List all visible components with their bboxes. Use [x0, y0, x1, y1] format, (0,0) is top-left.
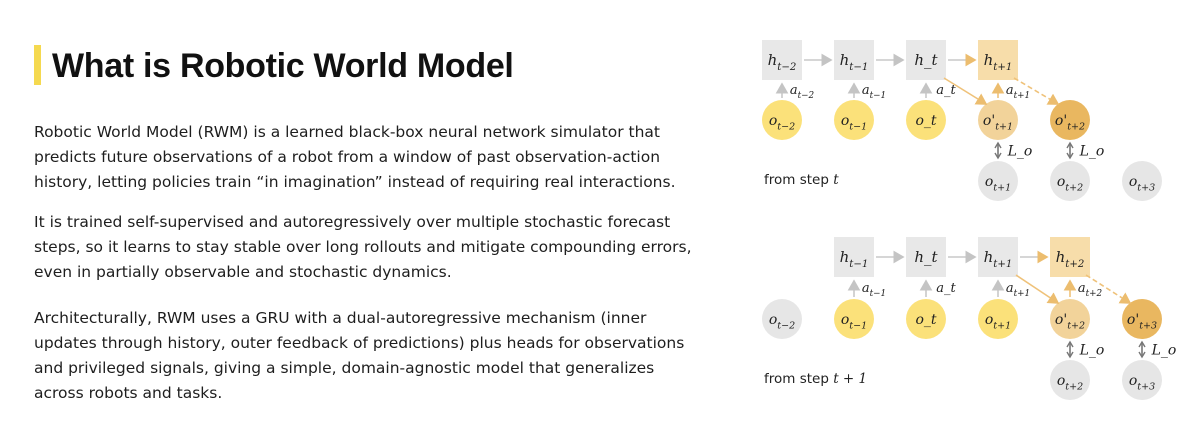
prediction-arrow — [943, 77, 988, 105]
loss-arrowhead-up — [1138, 340, 1146, 348]
hidden-state-label: h_t — [914, 51, 938, 69]
prediction-arrow-dashed — [1085, 274, 1132, 304]
observation-label: ot−2 — [769, 113, 795, 132]
prediction-circle — [1122, 299, 1162, 339]
observation-circle — [906, 299, 946, 339]
page-title: What is Robotic World Model — [52, 47, 514, 85]
target-label: ot+3 — [1129, 373, 1155, 392]
text-column: What is Robotic World Model Robotic Worl… — [34, 40, 714, 402]
hidden-state-box — [762, 40, 802, 80]
observation-circle — [834, 299, 874, 339]
prediction-label: o't+1 — [983, 113, 1013, 132]
loss-arrowhead-down — [1066, 152, 1074, 160]
observation-circle — [834, 100, 874, 140]
action-label: a_t — [936, 83, 956, 98]
target-circle — [978, 161, 1018, 201]
loss-arrowhead-up — [994, 141, 1002, 149]
observation-label: o_t — [915, 113, 936, 129]
observation-circle — [762, 100, 802, 140]
observation-label: ot−1 — [841, 312, 867, 331]
step-label: from step t + 1 — [764, 371, 867, 387]
loss-arrowhead-down — [994, 152, 1002, 160]
paragraph-architecture: Architecturally, RWM uses a GRU with a d… — [34, 309, 685, 402]
hidden-state-label: ht+1 — [984, 248, 1013, 270]
target-label: ot+1 — [985, 174, 1011, 193]
loss-arrowhead-down — [1066, 351, 1074, 359]
hidden-state-label: ht−1 — [840, 51, 869, 73]
observation-circle — [762, 299, 802, 339]
hidden-state-box — [834, 40, 874, 80]
loss-label: L_o — [1079, 144, 1105, 160]
hidden-state-label: ht+2 — [1056, 248, 1085, 270]
hidden-state-label: ht−2 — [768, 51, 797, 73]
action-label: at+2 — [1078, 281, 1103, 299]
target-label: ot+3 — [1129, 174, 1155, 193]
loss-label: L_o — [1079, 343, 1105, 359]
heading-accent-bar — [34, 45, 41, 85]
action-label: a_t — [936, 281, 956, 296]
loss-label: L_o — [1151, 343, 1177, 359]
loss-arrowhead-down — [1138, 351, 1146, 359]
action-label: at+1 — [1006, 281, 1030, 299]
heading-row: What is Robotic World Model — [34, 40, 714, 92]
target-circle — [1122, 161, 1162, 201]
action-label: at+1 — [1006, 83, 1030, 101]
observation-circle — [906, 100, 946, 140]
hidden-state-label: h_t — [914, 248, 938, 266]
observation-label: o_t — [915, 312, 936, 328]
step-label: from step t — [764, 172, 839, 188]
hidden-state-box — [1050, 237, 1090, 277]
loss-arrowhead-up — [1066, 141, 1074, 149]
paragraph-intro: Robotic World Model (RWM) is a learned b… — [34, 123, 676, 191]
prediction-label: o't+2 — [1055, 113, 1085, 132]
prediction-circle — [1050, 100, 1090, 140]
prediction-label: o't+2 — [1055, 312, 1085, 331]
action-label: at−2 — [790, 83, 815, 101]
hidden-state-label: ht−1 — [840, 248, 869, 270]
prediction-label: o't+3 — [1127, 312, 1157, 331]
observation-label: ot−1 — [841, 113, 867, 132]
observation-label: ot−2 — [769, 312, 795, 331]
hidden-state-box — [906, 40, 946, 80]
observation-label: ot+1 — [985, 312, 1011, 331]
target-circle — [1122, 360, 1162, 400]
loss-label: L_o — [1007, 144, 1033, 160]
hidden-state-label: ht+1 — [984, 51, 1013, 73]
action-label: at−1 — [862, 83, 886, 101]
action-label: at−1 — [862, 281, 886, 299]
prediction-arrow-dashed — [1013, 77, 1060, 105]
prediction-circle — [1050, 299, 1090, 339]
prediction-circle — [978, 100, 1018, 140]
hidden-state-box — [978, 40, 1018, 80]
hidden-state-box — [906, 237, 946, 277]
rwm-rollout-diagram: ht−2 ht−1 h_t ht+1 ot−2 ot−1 o_t at−2 at−1 a_t at+… — [762, 40, 1177, 400]
target-circle — [1050, 161, 1090, 201]
observation-circle — [978, 299, 1018, 339]
target-label: ot+2 — [1057, 174, 1083, 193]
prediction-arrow — [1015, 274, 1060, 304]
loss-arrowhead-up — [1066, 340, 1074, 348]
target-label: ot+2 — [1057, 373, 1083, 392]
target-circle — [1050, 360, 1090, 400]
hidden-state-box — [978, 237, 1018, 277]
hidden-state-box — [834, 237, 874, 277]
paragraph-training: It is trained self-supervised and autore… — [34, 213, 692, 281]
